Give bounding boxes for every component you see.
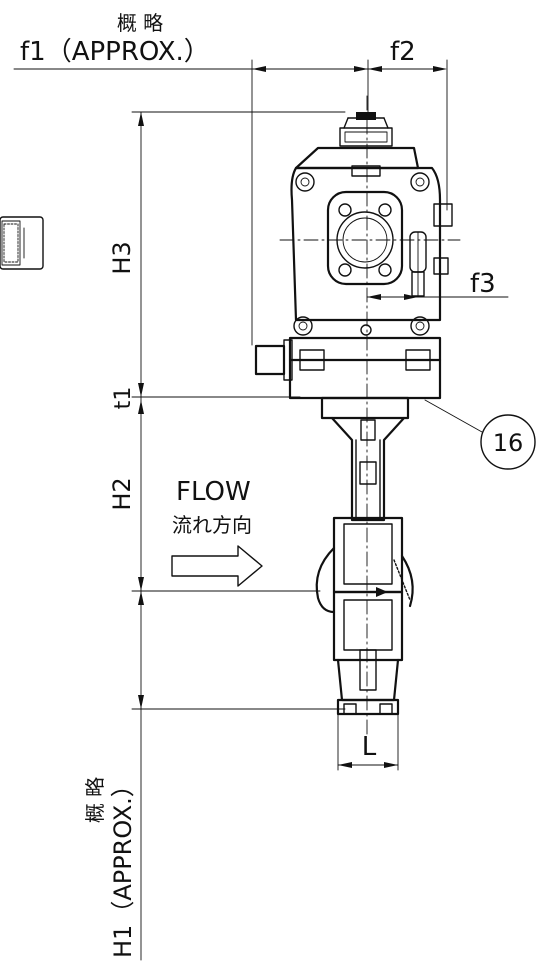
- h1-approx-note: 概 略: [83, 777, 107, 823]
- l-dimension: [337, 713, 399, 771]
- h2-label: H2: [108, 477, 136, 510]
- flow-direction-label: 流れ方向: [172, 513, 252, 537]
- f2-label: f2: [390, 37, 416, 67]
- arrowhead: [138, 112, 144, 126]
- balloon-number: 16: [493, 429, 524, 457]
- f1-f2-dimension: [13, 59, 448, 346]
- arrowhead: [138, 591, 144, 605]
- vertical-dimensions: [131, 111, 346, 961]
- f1-label: f1（APPROX.）: [20, 37, 210, 67]
- flow-arrow-icon: [171, 545, 263, 587]
- arrowhead: [138, 400, 144, 414]
- nameplate-icon: [0, 216, 44, 270]
- l-label: L: [362, 732, 377, 762]
- t1-label: t1: [111, 387, 136, 410]
- f3-dimension: [366, 294, 509, 300]
- arrowhead: [376, 587, 388, 597]
- arrowhead: [404, 294, 418, 300]
- f1-approx-note: 概 略: [117, 11, 163, 35]
- valve-body: [315, 396, 414, 716]
- flow-label: FLOW: [176, 477, 251, 507]
- arrowhead: [433, 66, 447, 72]
- arrowhead: [138, 383, 144, 397]
- h1-label: H1（APPROX.）: [109, 773, 137, 958]
- arrowhead: [354, 66, 368, 72]
- arrowhead: [138, 577, 144, 591]
- arrowhead: [384, 762, 398, 768]
- arrowhead: [138, 695, 144, 709]
- f3-label: f3: [470, 269, 496, 299]
- arrowhead: [338, 762, 352, 768]
- actuator-body: [254, 112, 453, 400]
- balloon-leader: [424, 399, 483, 433]
- balloon-circle: [480, 414, 536, 470]
- arrowhead: [367, 294, 381, 300]
- arrowhead: [252, 66, 266, 72]
- h3-label: H3: [108, 241, 136, 274]
- arrowhead: [368, 66, 382, 72]
